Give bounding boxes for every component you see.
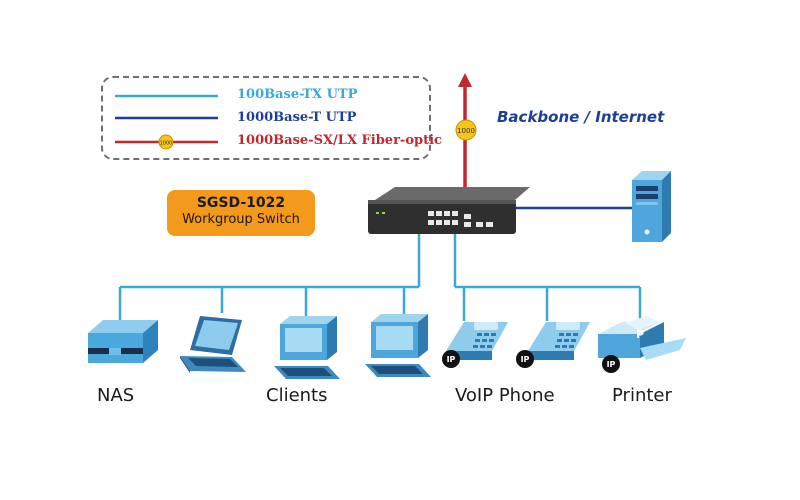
product-description: Workgroup Switch	[182, 212, 300, 227]
legend-label-fiber: 1000Base-SX/LX Fiber-optic	[237, 133, 442, 148]
uplink-speed-badge	[455, 119, 477, 141]
ip-badge: IP	[521, 355, 530, 364]
voip-phone-icon: IP	[516, 322, 590, 368]
printer-icon: P IP	[598, 316, 686, 373]
uplink-speed-text: 1000	[457, 127, 475, 135]
legend-fiber-badge	[158, 134, 174, 150]
utp100-links	[118, 232, 642, 333]
server-icon	[632, 171, 671, 242]
product-badge: SGSD-1022 Workgroup Switch	[167, 190, 315, 236]
printer-label: Printer	[612, 385, 672, 406]
legend-fiber-badge-text: 1000	[160, 141, 173, 147]
ip-badge: IP	[447, 355, 456, 364]
legend-label-utp1000: 1000Base-T UTP	[237, 110, 357, 125]
legend-box	[101, 76, 431, 160]
clients-label: Clients	[266, 385, 328, 406]
backbone-label: Backbone / Internet	[497, 108, 665, 126]
nas-label: NAS	[97, 385, 135, 406]
client-desktop-icon	[365, 314, 431, 377]
ip-badge: IP	[607, 360, 616, 369]
product-model: SGSD-1022	[196, 195, 286, 211]
voip-phone-icon: IP	[442, 322, 508, 368]
laptop-icon	[180, 316, 246, 373]
printer-tray-letter: P	[636, 328, 644, 341]
switch-icon	[368, 187, 530, 234]
client-desktop-icon	[274, 316, 340, 379]
nas-icon	[88, 320, 158, 363]
legend-label-utp100: 100Base-TX UTP	[237, 87, 358, 102]
voip-label: VoIP Phone	[455, 385, 555, 406]
